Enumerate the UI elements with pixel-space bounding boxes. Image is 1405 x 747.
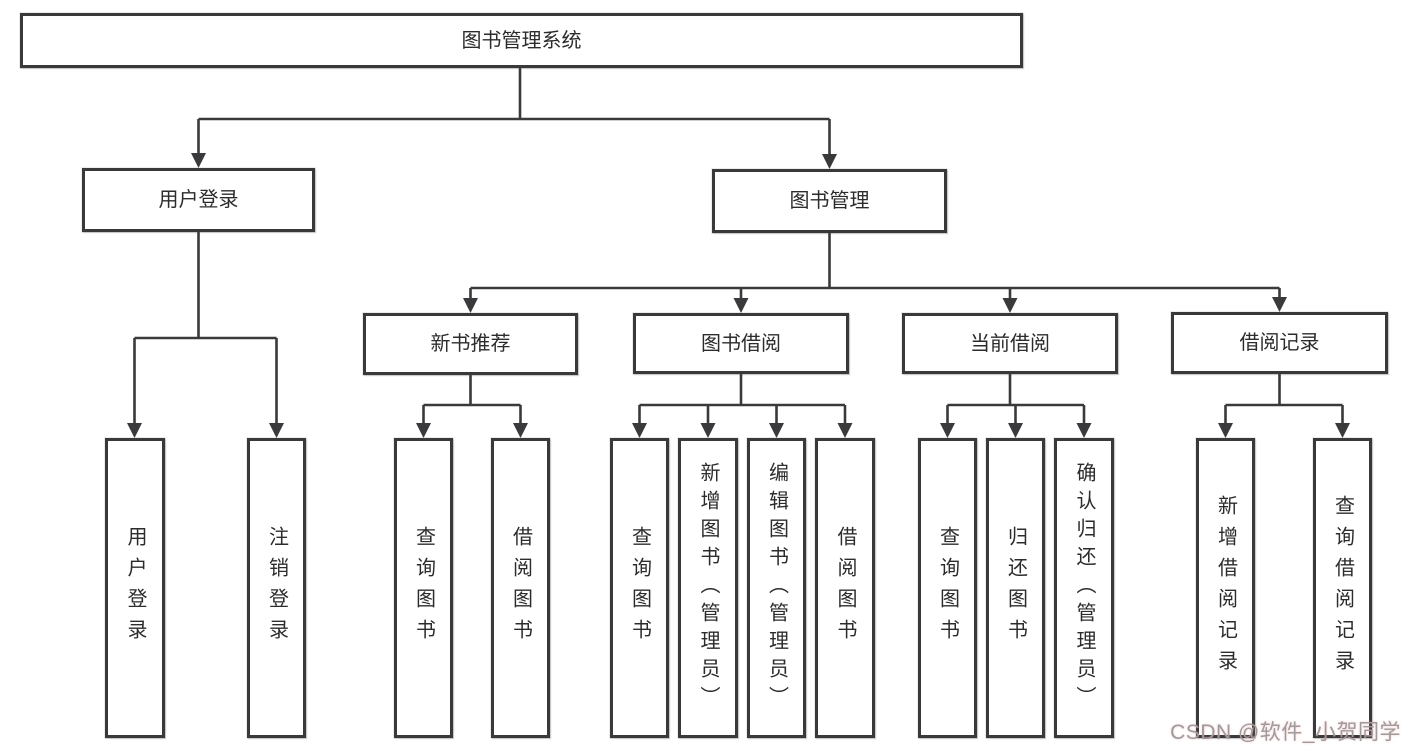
node-b-borrow: 借阅图书	[815, 438, 875, 738]
node-login-label: 用户登录	[158, 189, 239, 211]
node-mgmt: 图书管理	[712, 169, 947, 233]
node-nb-borrow-label: 借阅图书	[509, 526, 532, 650]
node-borrow-records-label: 借阅记录	[1239, 332, 1320, 354]
node-b-query-label: 查询图书	[628, 526, 651, 650]
node-r-query: 查询借阅记录	[1313, 438, 1372, 738]
node-new-books: 新书推荐	[363, 313, 578, 375]
node-logout-label: 注销登录	[265, 526, 288, 650]
node-c-query-label: 查询图书	[936, 526, 959, 650]
node-user-login-label: 用户登录	[124, 526, 146, 650]
node-c-return: 归还图书	[986, 438, 1045, 738]
node-nb-borrow: 借阅图书	[491, 438, 550, 738]
node-root-label: 图书管理系统	[461, 29, 582, 52]
node-logout: 注销登录	[247, 438, 306, 738]
node-b-edit-label: 编辑图书（管理员）	[765, 462, 788, 714]
node-nb-query-label: 查询图书	[412, 526, 435, 650]
node-c-return-label: 归还图书	[1004, 526, 1027, 650]
node-b-borrow-label: 借阅图书	[834, 526, 856, 650]
node-book-borrow-label: 图书借阅	[701, 332, 781, 355]
node-user-login: 用户登录	[105, 438, 165, 738]
node-nb-query: 查询图书	[394, 438, 453, 738]
node-current-borrow-label: 当前借阅	[970, 332, 1050, 355]
node-book-borrow: 图书借阅	[633, 313, 849, 374]
node-r-add: 新增借阅记录	[1196, 438, 1255, 738]
csdn-watermark: CSDN @软件_小贺同学	[1170, 721, 1401, 744]
node-c-confirm-label: 确认归还（管理员）	[1073, 462, 1095, 714]
node-b-add-label: 新增图书（管理员）	[697, 462, 719, 714]
node-mgmt-label: 图书管理	[789, 190, 870, 212]
node-r-add-label: 新增借阅记录	[1214, 495, 1237, 681]
node-c-query: 查询图书	[918, 438, 977, 738]
node-new-books-label: 新书推荐	[430, 333, 511, 355]
node-borrow-records: 借阅记录	[1171, 312, 1388, 374]
node-root: 图书管理系统	[20, 13, 1023, 68]
node-c-confirm: 确认归还（管理员）	[1054, 438, 1114, 738]
node-b-query: 查询图书	[610, 438, 669, 738]
node-b-add: 新增图书（管理员）	[678, 438, 738, 738]
arrowheads	[127, 153, 1350, 438]
node-current-borrow: 当前借阅	[902, 313, 1118, 374]
node-r-query-label: 查询借阅记录	[1331, 495, 1354, 681]
node-b-edit: 编辑图书（管理员）	[747, 438, 806, 738]
node-login: 用户登录	[82, 168, 315, 232]
